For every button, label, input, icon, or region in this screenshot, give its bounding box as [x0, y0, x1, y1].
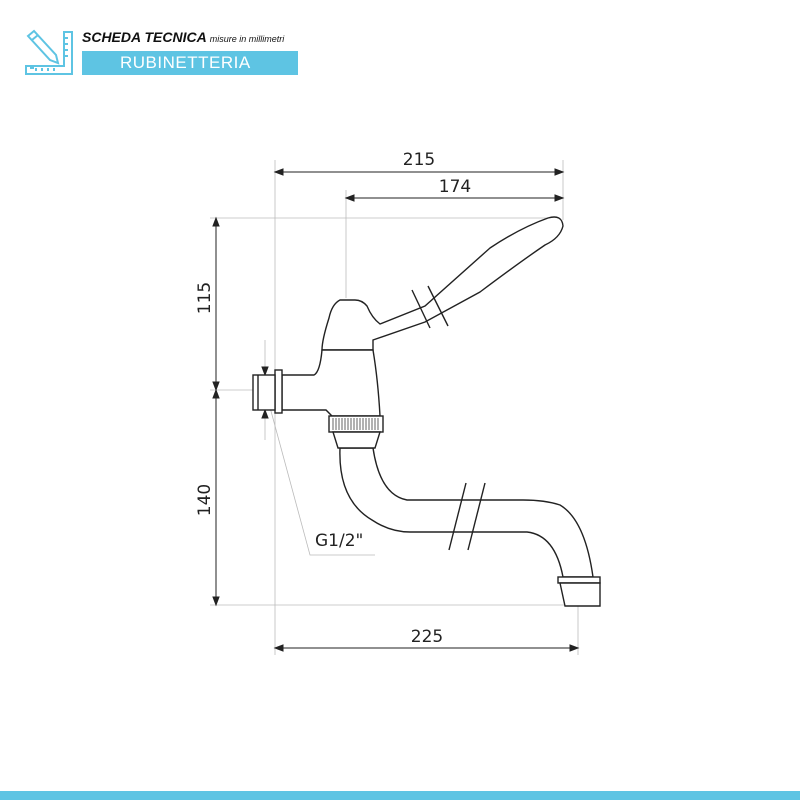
ruler-pencil-icon [25, 29, 73, 75]
title-text: SCHEDA TECNICA [82, 29, 207, 45]
dim-handle-width: 174 [439, 177, 471, 197]
category-banner: RUBINETTERIA [82, 51, 298, 75]
break-marks [411, 285, 486, 551]
dim-spout-reach: 225 [411, 627, 443, 647]
dimension-lines [212, 168, 580, 652]
faucet-outline [252, 216, 601, 607]
dim-height-below: 140 [195, 484, 215, 516]
subtitle-text: misure in millimetri [209, 34, 285, 44]
thread-label: G1/2" [315, 531, 363, 551]
nut-knurling [332, 418, 379, 430]
dim-height-above: 115 [195, 282, 215, 314]
footer-strip [0, 791, 800, 800]
dim-overall-width: 215 [403, 150, 435, 170]
